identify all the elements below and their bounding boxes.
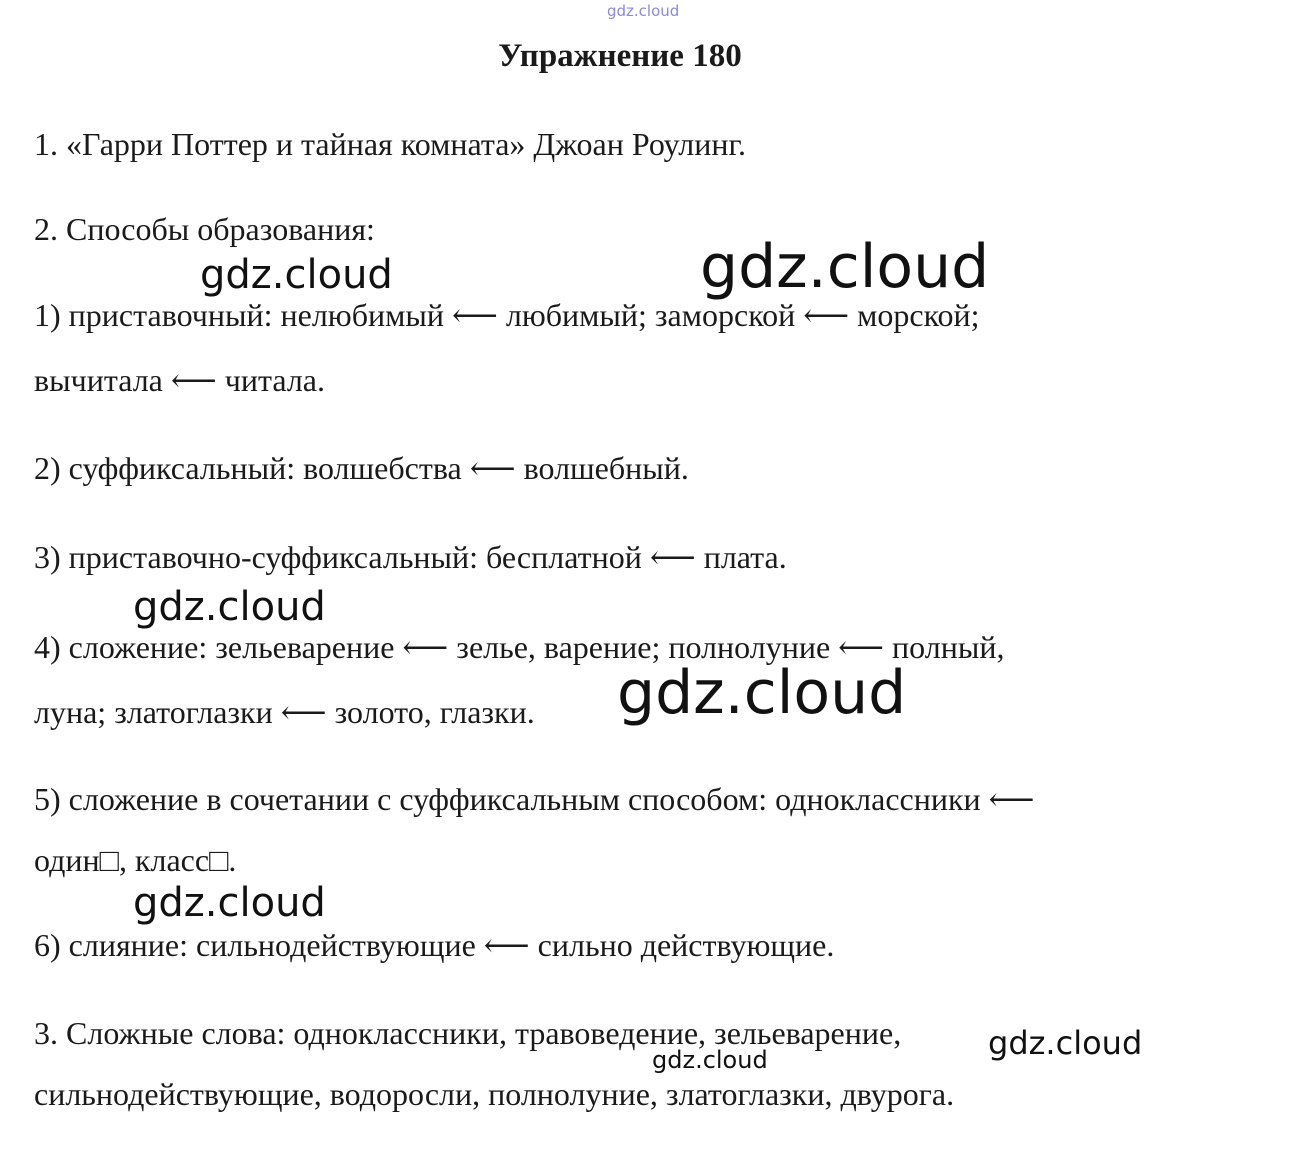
text-line-9: 5) сложение в сочетании с суффиксальным … [34,781,1035,817]
watermark: gdz.cloud [133,584,326,630]
text-line-11: 6) слияние: сильнодействующие ⟵ сильно д… [34,927,835,963]
text-line-8: луна; златоглазки ⟵ золото, глазки. [34,694,535,730]
text-line-7: 4) сложение: зельеварение ⟵ зелье, варен… [34,629,1005,665]
text-line-13: сильнодействующие, водоросли, полнолуние… [34,1076,955,1112]
watermark: gdz.cloud [617,658,907,728]
watermark: gdz.cloud [200,252,393,298]
text-line-3: 1) приставочный: нелюбимый ⟵ любимый; за… [34,297,980,333]
text-line-12: 3. Сложные слова: одноклассники, травове… [34,1015,902,1051]
text-line-10: один□, класс□. [34,842,237,878]
text-line-5: 2) суффиксальный: волшебства ⟵ волшебный… [34,450,689,486]
text-line-2: 2. Способы образования: [34,211,375,247]
text-line-6: 3) приставочно-суффиксальный: бесплатной… [34,539,787,575]
watermark: gdz.cloud [652,1046,768,1074]
watermark: gdz.cloud [700,232,990,302]
text-line-1: 1. «Гарри Поттер и тайная комната» Джоан… [34,126,746,162]
watermark: gdz.cloud [988,1024,1143,1062]
text-line-4: вычитала ⟵ читала. [34,362,325,398]
page-title: Упражнение 180 [498,38,742,74]
watermark: gdz.cloud [133,880,326,926]
watermark-top: gdz.cloud [607,2,680,20]
